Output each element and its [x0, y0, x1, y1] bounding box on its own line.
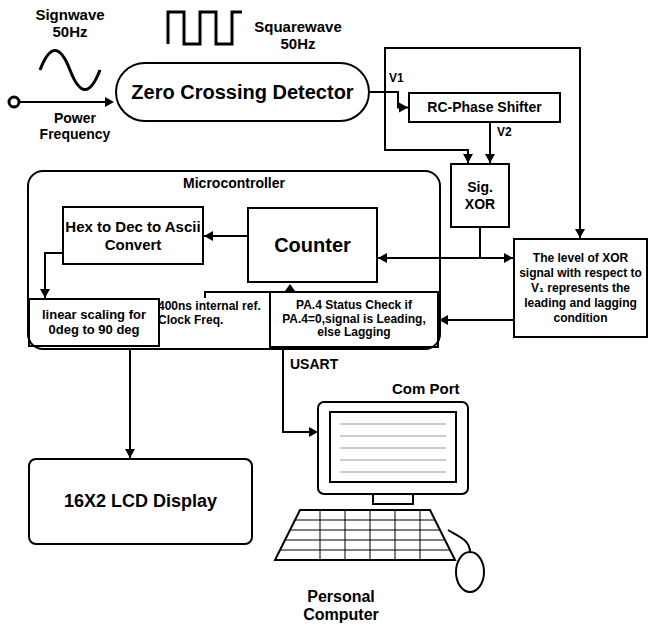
screen-lines: [340, 424, 446, 472]
process-box: linear scaling for 0deg to 90 deg: [28, 298, 160, 347]
process-box: PA.4 Status Check if PA.4=0,signal is Le…: [269, 291, 439, 348]
arrow-head: [204, 231, 213, 241]
arrow-head: [125, 449, 135, 458]
process-box: Hex to Dec to Ascii Convert: [62, 206, 204, 265]
process-box: Counter: [247, 207, 378, 283]
arrow-head: [463, 154, 473, 163]
connector-line: [439, 319, 513, 321]
connector: [370, 48, 585, 238]
connector-line: [370, 48, 580, 238]
signal-label: Squarewave 50Hz: [248, 18, 348, 53]
signal-label: Personal Computer: [296, 588, 386, 625]
input-terminal: [9, 97, 19, 107]
connector: [204, 231, 247, 241]
connector: [480, 228, 513, 263]
square-wave-symbol: [168, 12, 242, 44]
monitor-stand: [373, 494, 413, 504]
connector: [485, 123, 495, 163]
keyboard-keys: [280, 510, 450, 560]
connector-line: [129, 350, 131, 458]
arrow-head: [105, 97, 114, 107]
note-box: The level of XOR signal with respect to …: [513, 238, 648, 338]
signal-label: V1: [389, 72, 404, 86]
node-text: The level of XOR signal with respect to …: [515, 251, 646, 326]
keyboard-symbol: [275, 510, 455, 560]
connector: [125, 350, 135, 458]
input-wire: [19, 101, 106, 103]
signal-label: Signwave 50Hz: [30, 6, 110, 41]
arrow-head: [309, 427, 318, 437]
connector: [378, 228, 480, 263]
signal-label: Com Port: [392, 380, 460, 397]
node-text: Sig. XOR: [452, 179, 508, 211]
signal-label: USART: [290, 356, 338, 372]
monitor-symbol: [318, 402, 468, 494]
arrow-head: [575, 229, 585, 238]
arrow-head: [399, 103, 408, 113]
connector-line: [378, 228, 480, 258]
screen-symbol: [330, 412, 456, 482]
node-text: PA.4 Status Check if PA.4=0,signal is Le…: [271, 299, 437, 340]
connector: [439, 315, 513, 325]
arrow-head: [504, 253, 513, 263]
node-text: Zero Crossing Detector: [131, 81, 353, 104]
group-box: MicrocontrollerCounter Hex to Dec to Asci…: [27, 170, 441, 350]
sine-wave-symbol: [40, 51, 100, 90]
node-text: Hex to Dec to Ascii Convert: [64, 218, 202, 253]
arrow-head: [485, 154, 495, 163]
arrow-head: [285, 284, 295, 291]
node-text: Microcontroller: [183, 175, 285, 191]
node-text: 16X2 LCD Display: [64, 491, 217, 512]
mouse-cable: [448, 530, 470, 552]
mouse-symbol: [456, 552, 484, 592]
process-box: RC-Phase Shifter: [408, 92, 561, 123]
signal-label: 400ns internal ref. Clock Freq.: [158, 300, 268, 328]
node-text: Counter: [274, 234, 351, 257]
display-box: 16X2 LCD Display: [28, 458, 253, 545]
arrow-head: [40, 289, 50, 298]
logic-gate-box: Sig. XOR: [450, 163, 510, 228]
node-text: RC-Phase Shifter: [427, 99, 541, 115]
connector: [40, 253, 62, 298]
connector-line: [480, 228, 513, 258]
process-box: Zero Crossing Detector: [115, 62, 370, 122]
connector: [370, 92, 408, 113]
signal-label: V2: [497, 126, 512, 140]
signal-label: Power Frequency: [30, 110, 120, 142]
arrow-head: [378, 253, 387, 263]
node-text: linear scaling for 0deg to 90 deg: [30, 308, 158, 338]
